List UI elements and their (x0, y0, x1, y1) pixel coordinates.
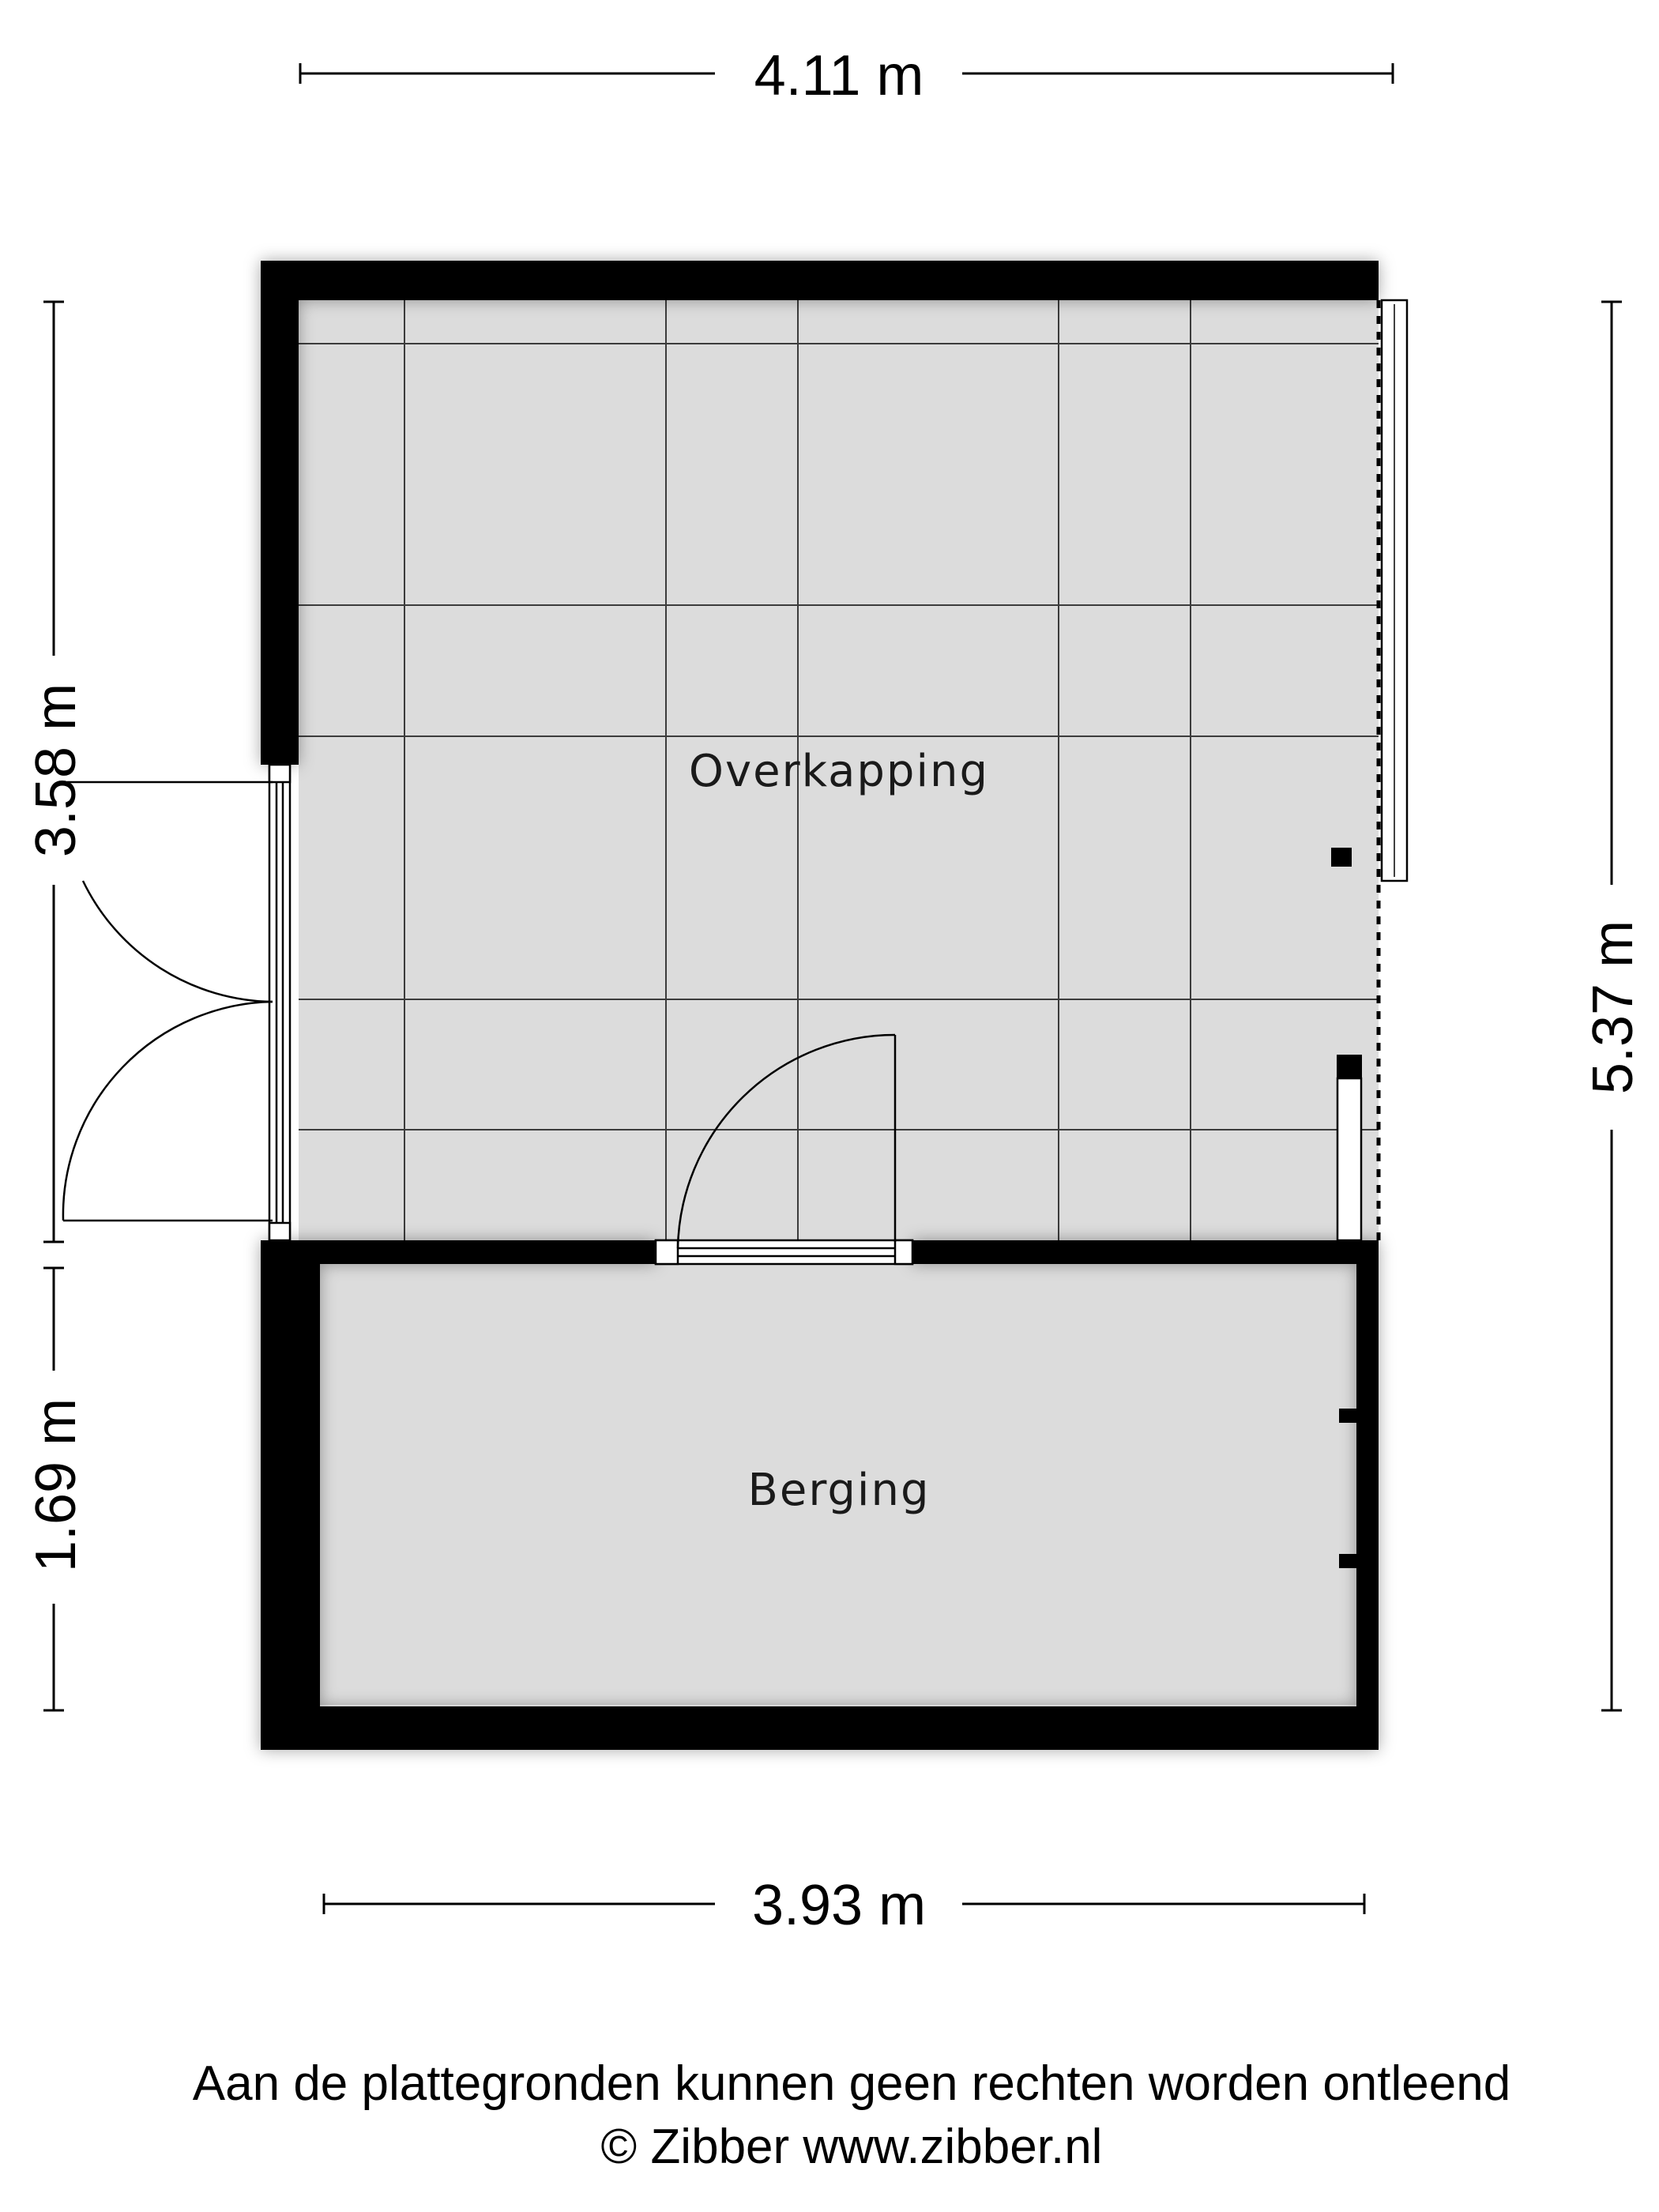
overkapping-floor (299, 300, 1379, 1240)
wall-berging-left (261, 1240, 320, 1750)
wall-post (1339, 1409, 1359, 1423)
wall-berging-bottom (261, 1706, 1379, 1750)
screen-post (1337, 1055, 1362, 1078)
berging-door (654, 1033, 914, 1266)
room-label-berging: Berging (747, 1465, 930, 1516)
berging-floor (320, 1262, 1360, 1705)
dimension-left-lower-label: 1.69 m (24, 1398, 88, 1572)
wall-middle-left (261, 1240, 656, 1264)
floor-tiles (299, 300, 1379, 1240)
footer: Aan de plattegronden kunnen geen rechten… (193, 2056, 1510, 2174)
dimension-top: 4.11 m (299, 44, 1394, 107)
door-frame-top (268, 763, 292, 784)
room-label-overkapping: Overkapping (689, 746, 989, 797)
dimension-bottom-label: 3.93 m (752, 1874, 926, 1937)
door-swing-lower (62, 1000, 273, 1221)
wall-post (1339, 1554, 1359, 1568)
dimension-right-label: 5.37 m (1582, 920, 1645, 1094)
berging-door-jamb-right (893, 1239, 914, 1266)
wall-left-upper (261, 261, 299, 765)
door-swing-upper (81, 880, 273, 1003)
door-frame-bottom (268, 1221, 292, 1242)
footer-copyright: © Zibber www.zibber.nl (601, 2120, 1103, 2174)
dimension-left-upper-label: 3.58 m (24, 683, 88, 857)
berging-door-frame (654, 1239, 914, 1266)
walls (261, 261, 1379, 1750)
dimension-top-label: 4.11 m (754, 44, 924, 107)
double-door (62, 763, 292, 1242)
pillar (1331, 848, 1352, 867)
berging-room: Berging (320, 1262, 1360, 1705)
dimension-left-lower: 1.69 m (24, 1266, 88, 1712)
footer-disclaimer: Aan de plattegronden kunnen geen rechten… (193, 2056, 1510, 2111)
screen-panel-lower (1336, 1077, 1363, 1242)
dimension-left-upper: 3.58 m (24, 300, 88, 1243)
wall-top (261, 261, 1379, 300)
overkapping-room: Overkapping (299, 300, 1379, 1240)
berging-door-jamb-left (654, 1239, 679, 1266)
open-side (1336, 299, 1409, 1242)
wall-berging-right (1356, 1240, 1379, 1750)
dimension-right: 5.37 m (1582, 300, 1645, 1712)
dimension-bottom: 3.93 m (322, 1874, 1366, 1937)
wall-middle-right (912, 1240, 1379, 1264)
berging-door-swing (676, 1033, 896, 1249)
door-frame (268, 763, 292, 1242)
